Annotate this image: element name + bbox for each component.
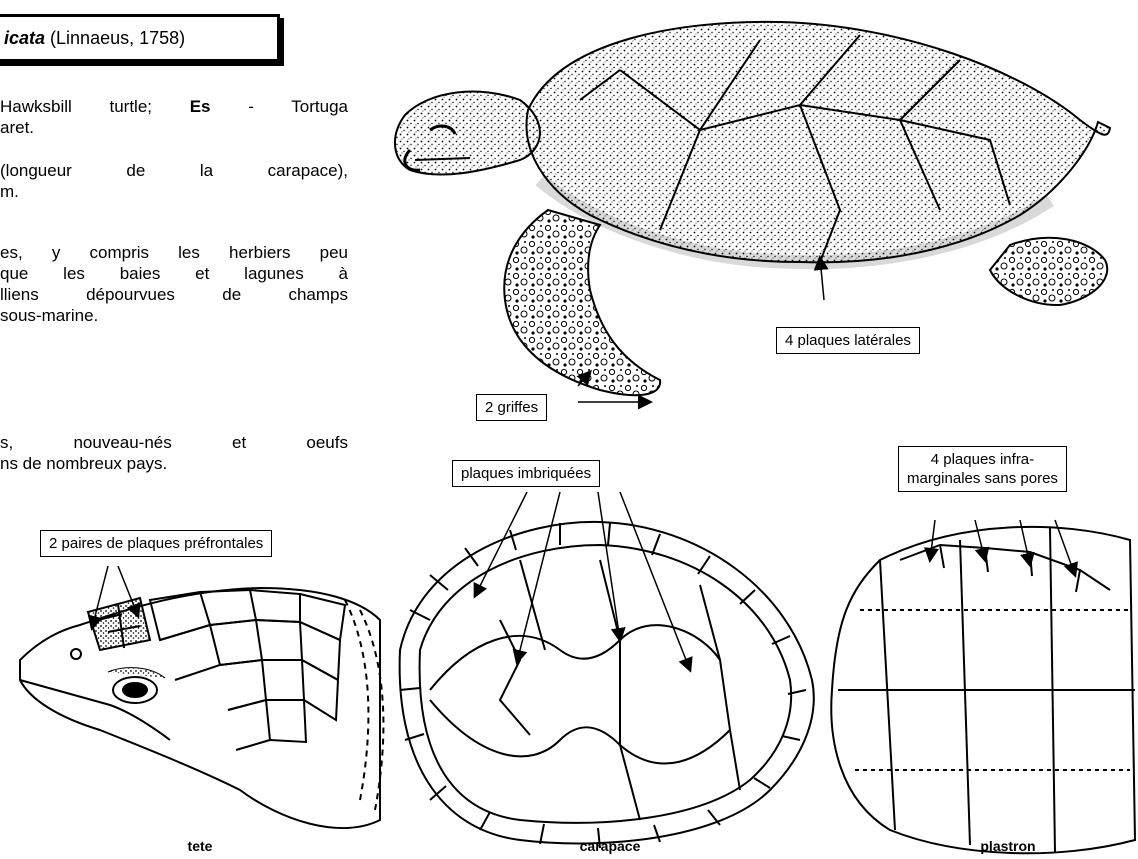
whole-turtle-drawing [395, 22, 1110, 402]
caption-carapace: carapace [560, 838, 660, 854]
callout-lateral-plates: 4 plaques latérales [776, 327, 920, 354]
callout-imbricated-plates: plaques imbriquées [452, 460, 600, 487]
caption-head: tete [160, 838, 240, 854]
callout-claws: 2 griffes [476, 394, 547, 421]
callout-inframarginal-plates: 4 plaques infra- marginales sans pores [898, 446, 1067, 492]
head-profile-drawing [20, 566, 383, 828]
callout-prefrontal-plates: 2 paires de plaques préfrontales [40, 530, 272, 557]
plastron-drawing [831, 520, 1135, 853]
caption-plastron: plastron [958, 838, 1058, 854]
carapace-drawing [400, 492, 814, 848]
